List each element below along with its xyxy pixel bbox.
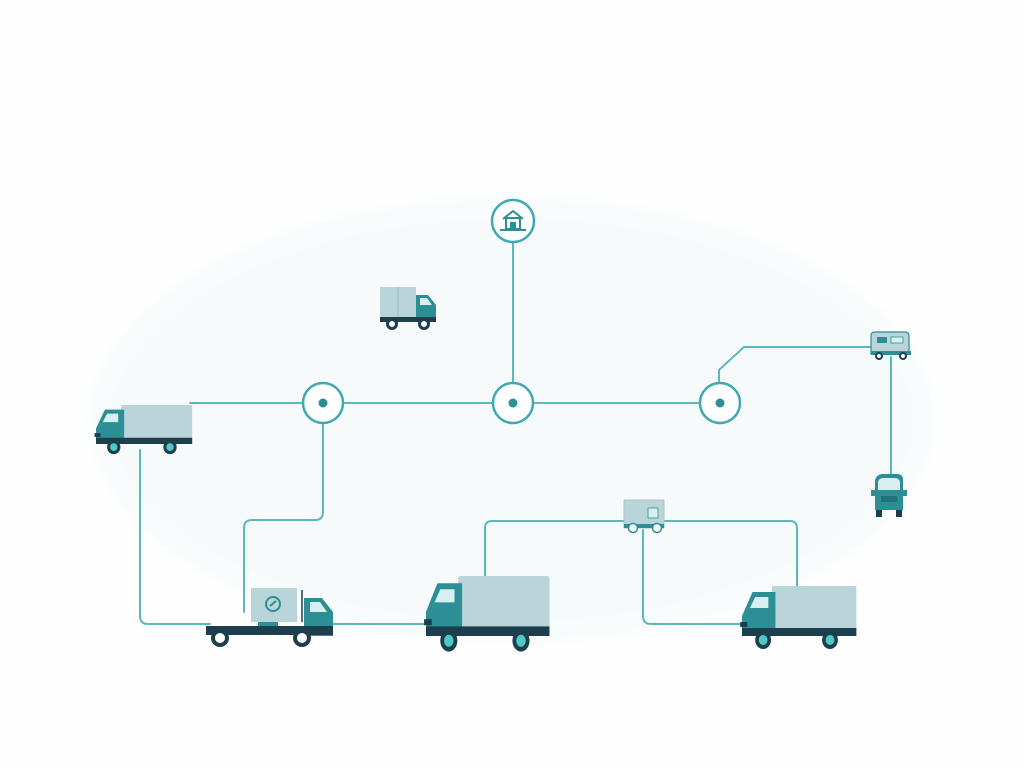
route-segment <box>243 422 324 613</box>
hub-node <box>490 198 536 244</box>
route-segment <box>642 529 743 625</box>
network-node <box>491 381 535 425</box>
network-node <box>698 381 742 425</box>
route-segment <box>664 520 798 589</box>
route-segment <box>718 346 871 384</box>
truck-cab-icon <box>871 474 907 517</box>
box-truck-icon <box>424 576 550 652</box>
cargo-truck-icon <box>623 499 665 534</box>
flatbed-truck-icon <box>206 588 333 647</box>
van-icon <box>870 331 911 360</box>
warehouse-icon <box>500 209 526 231</box>
route-segment <box>484 520 625 579</box>
route-segment <box>139 449 211 625</box>
box-truck-icon <box>740 586 857 649</box>
route-lines <box>139 241 892 625</box>
network-node <box>301 381 345 425</box>
